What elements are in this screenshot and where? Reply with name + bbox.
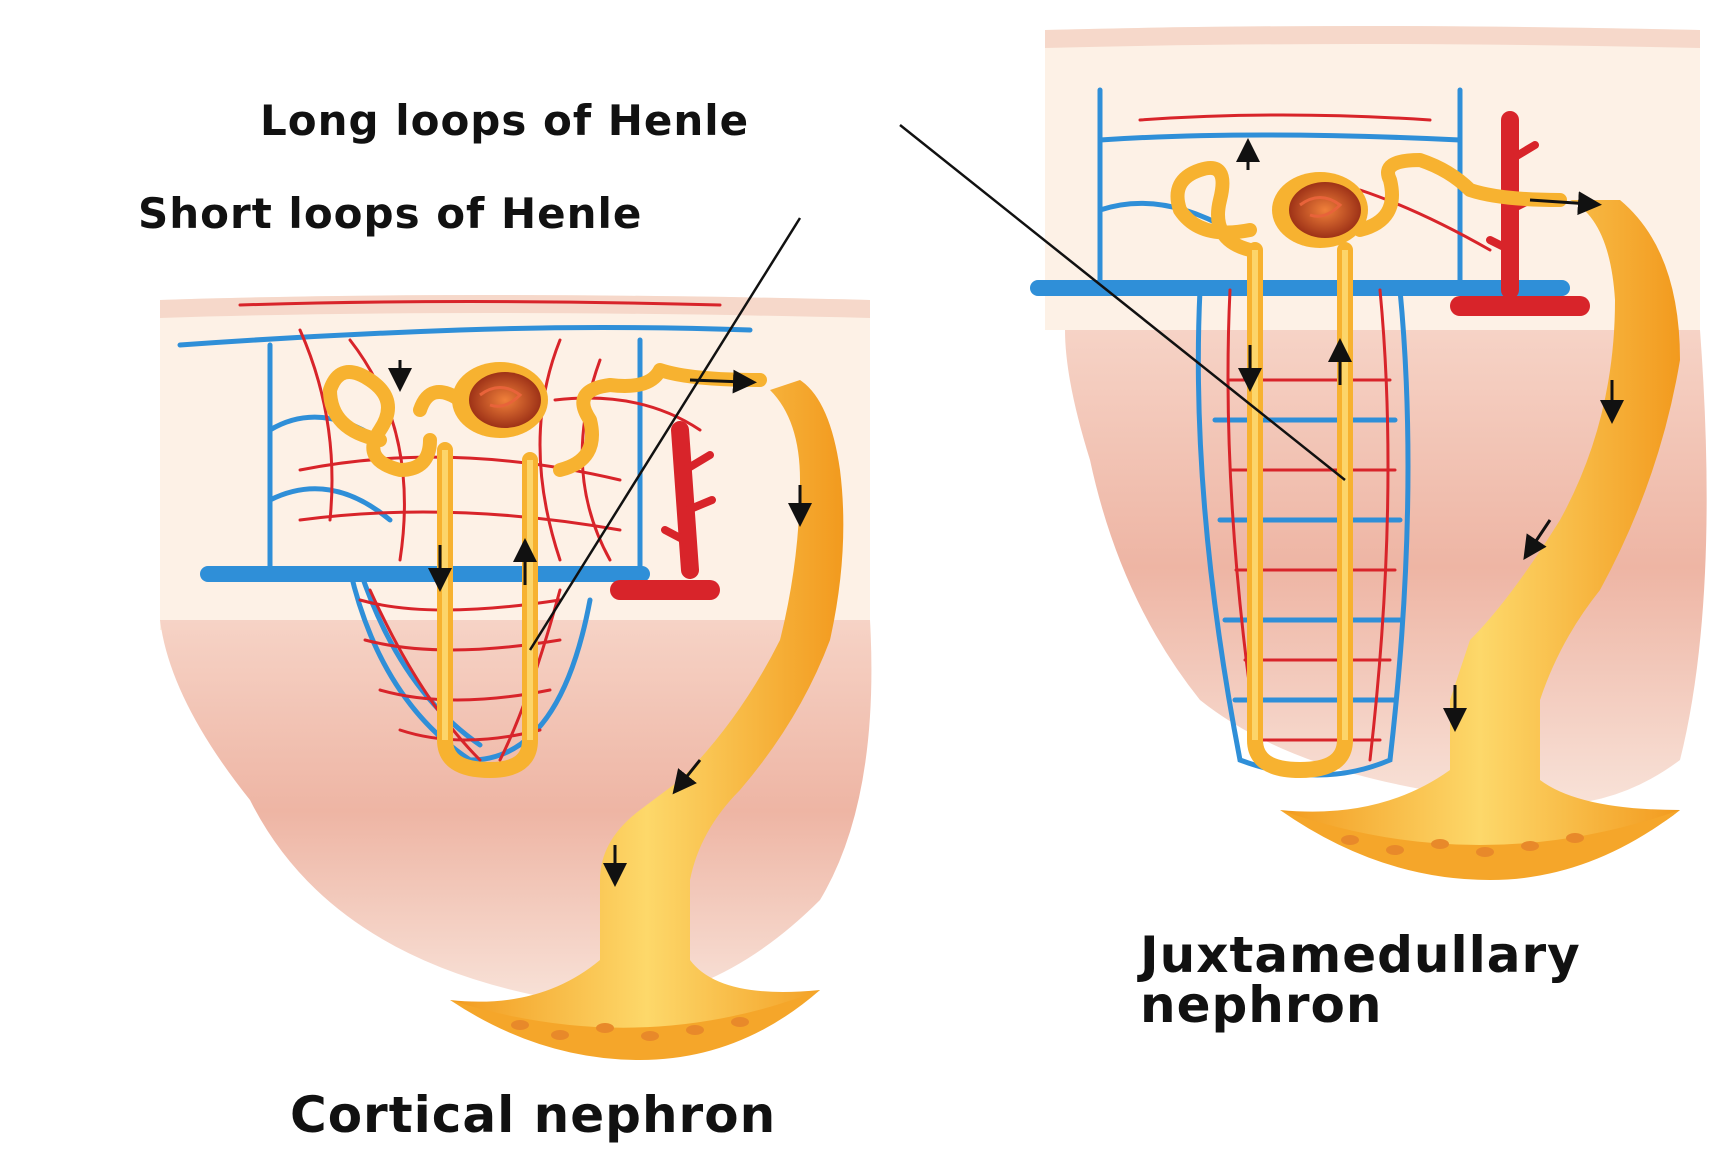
collecting-duct <box>450 380 844 1040</box>
label-juxta-line1: Juxtamedullary <box>1140 926 1581 984</box>
leader-long-loops <box>899 124 1346 481</box>
label-short-loops: Short loops of Henle <box>138 189 643 238</box>
label-cortical-nephron: Cortical nephron <box>290 1086 777 1144</box>
cortical-nephron <box>160 295 872 1060</box>
juxta-tubules <box>1170 153 1567 257</box>
arcuate-artery-juxta <box>1450 296 1590 316</box>
long-loop-of-henle <box>1247 242 1353 779</box>
arcuate-artery <box>610 580 720 600</box>
cortex-edge-juxta <box>1045 26 1700 48</box>
short-loop-of-henle <box>437 442 538 779</box>
renal-papilla-juxta <box>1280 810 1680 880</box>
glomerulus <box>469 372 541 428</box>
label-long-loops: Long loops of Henle <box>260 96 750 145</box>
collecting-duct-juxta <box>1280 200 1680 860</box>
juxtamedullary-nephron <box>1030 26 1707 880</box>
cortex-edge <box>160 295 870 318</box>
juxta-flow-arrows <box>1236 138 1624 732</box>
label-juxta-line2: nephron <box>1140 976 1383 1034</box>
arcuate-vein-juxta <box>1030 280 1570 296</box>
arcuate-vein <box>200 566 650 582</box>
renal-papilla <box>450 990 820 1060</box>
glomerulus-juxta <box>1289 182 1361 238</box>
cortex-region-juxta <box>1045 26 1700 330</box>
interlobular-artery <box>671 421 699 579</box>
papilla-pores <box>511 1017 749 1041</box>
label-juxtamedullary-nephron: Juxtamedullary nephron <box>1140 930 1581 1030</box>
leader-short-loops <box>528 217 802 651</box>
papilla-pores-juxta <box>1341 833 1584 857</box>
medulla-region <box>160 620 872 1003</box>
peritubular-veins <box>177 325 753 763</box>
